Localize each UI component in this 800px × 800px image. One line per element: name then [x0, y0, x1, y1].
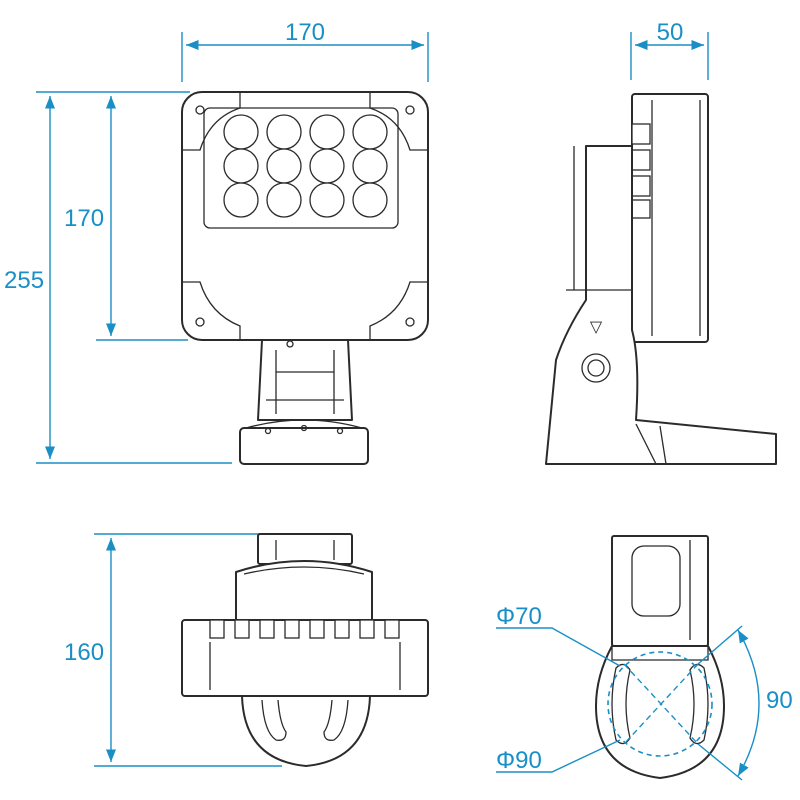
front-total-height-label: 255: [4, 267, 44, 294]
mounting-slot-right: [689, 663, 709, 745]
led-array: [223, 114, 388, 218]
lamp-head: [181, 91, 429, 341]
bottom-view: 160: [64, 533, 429, 767]
bolt-circle: [607, 651, 713, 757]
pivot-bolt: [581, 353, 611, 383]
side-view: 50 ▽: [545, 19, 777, 465]
front-width-label: 170: [285, 19, 325, 46]
front-base: [239, 427, 369, 465]
front-bracket: [257, 339, 353, 421]
bracket-window: [631, 545, 681, 617]
base-disc: [595, 645, 725, 779]
heatsink-fins: [209, 619, 400, 639]
inner-diameter-label: Φ70: [496, 603, 542, 630]
angle-label: 90: [766, 687, 793, 714]
tilt-arrow-symbol: ▽: [590, 319, 603, 336]
front-view: 170 255 170: [4, 19, 429, 465]
side-bracket: [545, 145, 777, 465]
side-depth-label: 50: [657, 19, 684, 46]
outer-diameter-label: Φ90: [496, 747, 542, 774]
base-plan-view: Φ70 Φ90 90: [496, 535, 793, 781]
bottom-depth-label: 160: [64, 639, 104, 666]
led-window: [203, 107, 399, 229]
front-height-label: 170: [64, 205, 104, 232]
